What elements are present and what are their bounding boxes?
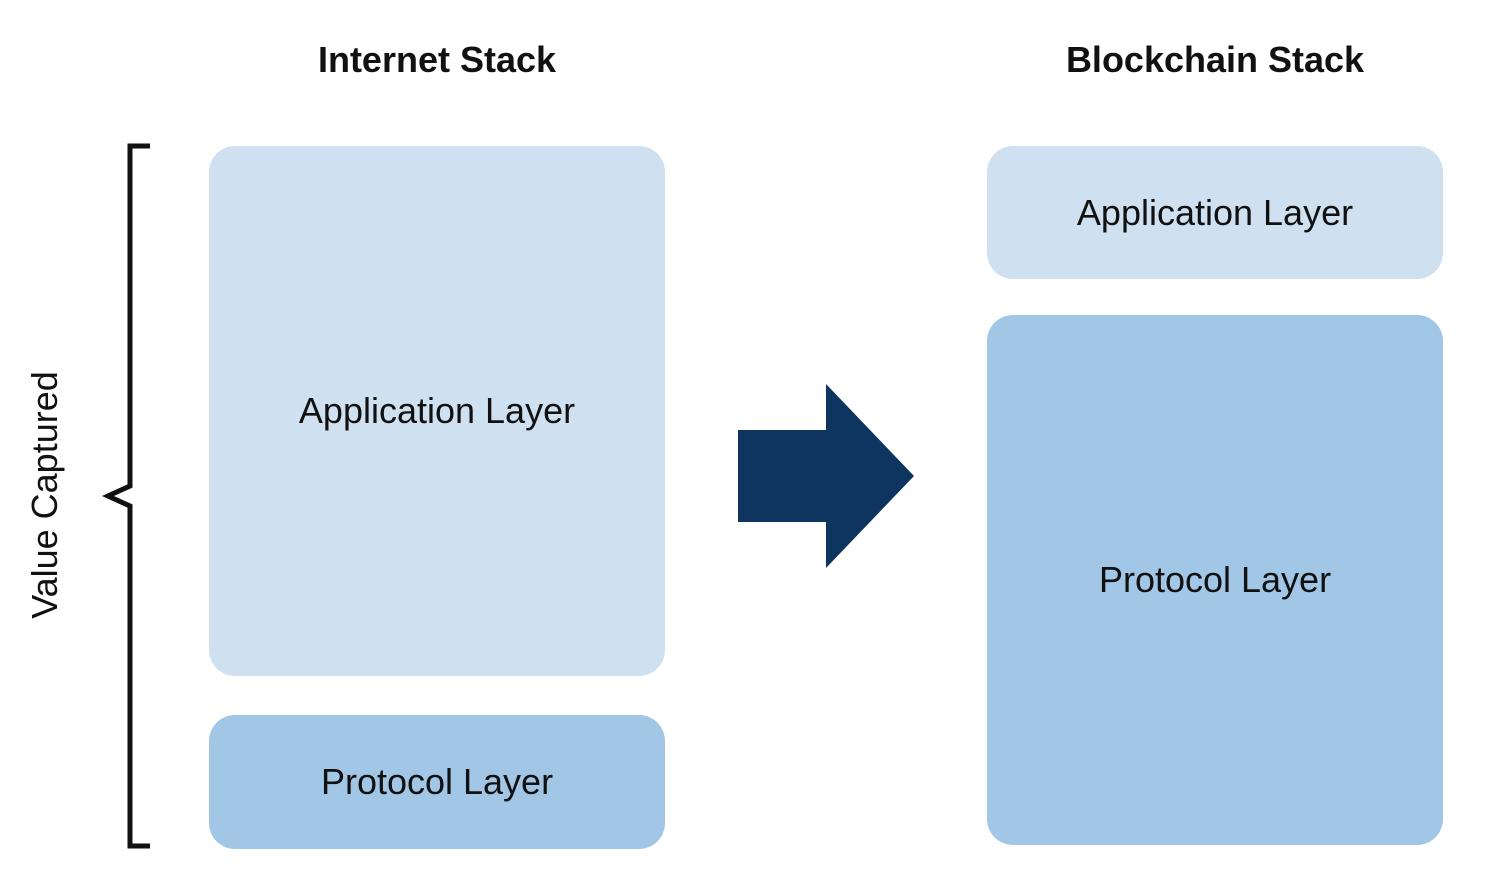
blockchain-application-layer-label: Application Layer <box>1076 191 1354 233</box>
blockchain-stack-title: Blockchain Stack <box>1065 39 1365 80</box>
internet-protocol-layer: Protocol Layer <box>209 715 665 849</box>
internet-protocol-layer-label: Protocol Layer <box>320 761 554 802</box>
internet-application-layer-label: Application Layer <box>298 390 576 431</box>
blockchain-application-layer: Application Layer <box>987 146 1443 279</box>
blockchain-protocol-layer: Protocol Layer <box>987 315 1443 845</box>
right-arrow-icon <box>738 384 914 568</box>
internet-application-layer: Application Layer <box>209 146 665 676</box>
blockchain-protocol-layer-label: Protocol Layer <box>1098 559 1332 600</box>
internet-stack-title: Internet Stack <box>317 39 557 80</box>
value-captured-label: Value Captured <box>24 371 65 619</box>
curly-bracket-icon <box>101 143 150 849</box>
